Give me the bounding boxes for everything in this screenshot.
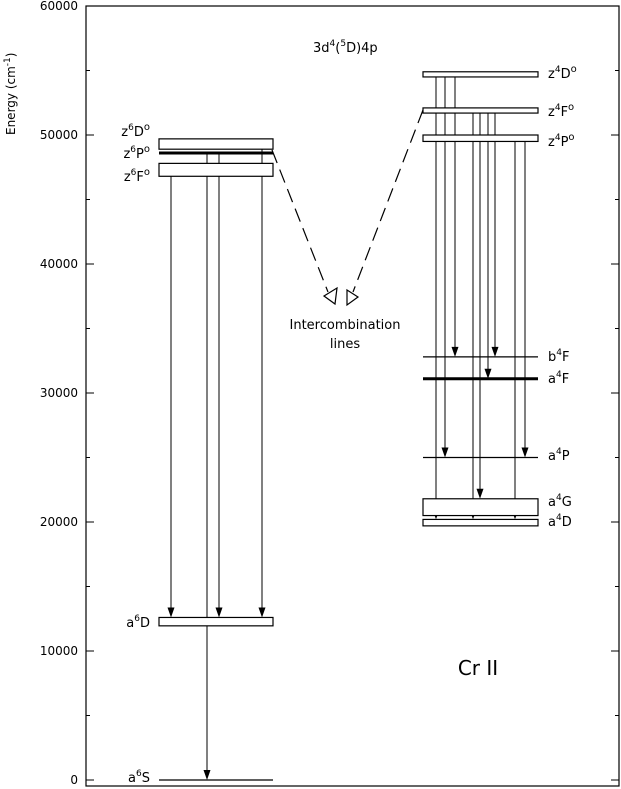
intercombination-dashed-line-right [352, 109, 424, 293]
intercombination-label-line1: Intercombination [290, 318, 401, 333]
intercombination-arrowhead-left [322, 286, 338, 306]
label-a6D: a6D [126, 614, 150, 631]
label-a6S: a6S [128, 769, 150, 786]
label-z4Fo: z4Fo [548, 102, 574, 120]
intercombination-label-line2: lines [330, 337, 360, 352]
level-a6D [158, 616, 274, 627]
level-z6Fo [158, 162, 274, 177]
plot-frame [85, 5, 620, 787]
label-z6Fo: z6Fo [124, 167, 150, 185]
intercombination-arrows [271, 109, 424, 307]
energy-levels: z6Do z6Po z6Fo a6D a6S z4Do z4Fo z4Po b4F a4F a4P a… [121, 64, 576, 786]
level-z6Do [158, 138, 274, 150]
transition-arrowhead [491, 346, 499, 357]
label-a4F: a4F [548, 370, 569, 387]
level-z4Do [422, 71, 539, 78]
y-tick-label: 50000 [40, 128, 78, 142]
label-z4Do: z4Do [548, 64, 577, 82]
label-z6Po: z6Po [123, 144, 150, 162]
transition-arrowhead [441, 447, 449, 458]
level-a4G [422, 498, 539, 517]
level-z4Po [422, 134, 539, 143]
intercombination-arrowhead-right [346, 288, 360, 307]
label-a4D: a4D [548, 513, 572, 530]
y-tick-label: 40000 [40, 257, 78, 271]
y-tick-label: 20000 [40, 515, 78, 529]
y-tick-label: 30000 [40, 386, 78, 400]
configuration-label: 3d4(5D)4p [313, 39, 378, 56]
transition-arrowhead [203, 770, 211, 780]
label-a4P: a4P [548, 447, 570, 464]
level-a4D [422, 518, 539, 527]
transition-arrowhead [215, 607, 223, 618]
species-label: Cr II [458, 656, 498, 680]
transition-arrowhead [484, 368, 492, 379]
label-a4G: a4G [548, 493, 572, 510]
label-b4F: b4F [548, 348, 569, 365]
intercombination-dashed-line-left [271, 149, 329, 293]
transition-arrowhead [521, 447, 529, 458]
label-z4Po: z4Po [548, 132, 575, 150]
y-tick-label: 0 [70, 773, 78, 787]
y-tick-label: 60000 [40, 0, 78, 13]
transitions [167, 76, 529, 780]
label-z6Do: z6Do [121, 122, 150, 140]
transition-arrowhead [167, 607, 175, 618]
transition-arrowhead [258, 607, 266, 618]
level-z4Fo [422, 107, 539, 114]
transition-arrowhead [476, 488, 484, 499]
y-tick-label: 10000 [40, 644, 78, 658]
y-axis-ticks: 0 10000 20000 30000 40000 50000 60000 [40, 0, 619, 787]
transition-arrowhead [451, 346, 459, 357]
y-axis-label: Energy (cm-1) [3, 53, 18, 135]
